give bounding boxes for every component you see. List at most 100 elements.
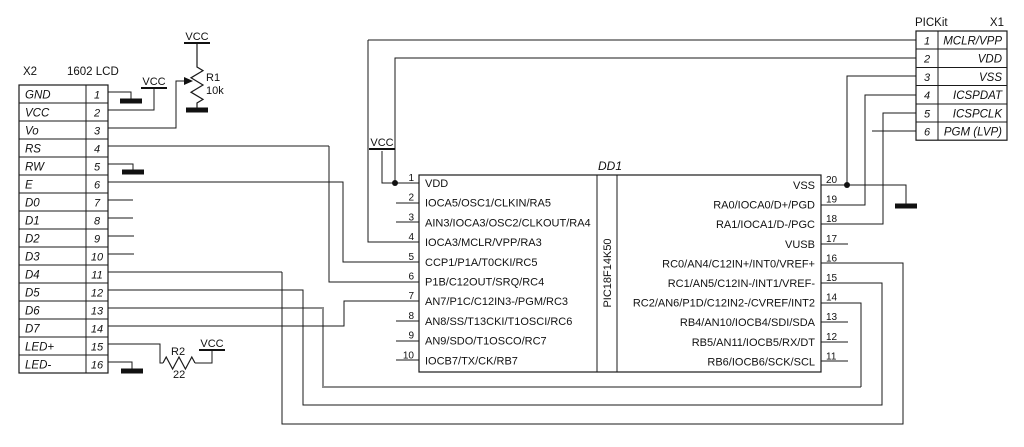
wire [381, 151, 419, 184]
mcu-pin-label: RB4/AN10/IOCB4/SDI/SDA [680, 317, 816, 329]
lcd-pin-number: 5 [94, 162, 101, 174]
lcd-pin-name: D0 [25, 198, 40, 210]
lcd-pin-name: VCC [25, 108, 50, 120]
wire [195, 351, 213, 364]
lcd-pin-name: Vo [25, 126, 39, 138]
pickit-pin-number: 5 [924, 108, 931, 120]
lcd-pin-number: 15 [91, 342, 104, 354]
lcd-title-label: 1602 LCD [67, 66, 119, 78]
wire [821, 302, 862, 387]
lcd-pin-number: 13 [91, 306, 104, 318]
lcd-pin-number: 1 [94, 90, 100, 102]
lcd-pin-number: 11 [91, 270, 102, 282]
mcu-outline [418, 174, 822, 373]
mcu-part-label: PIC18F14K50 [602, 238, 614, 307]
mcu-pin-label: IOCB7/TX/CK/RB7 [425, 355, 518, 367]
pickit-pin-number: 4 [924, 90, 930, 102]
mcu-pin-label: RC1/AN5/C12IN-/INT1/VREF- [668, 278, 816, 290]
lcd-pin-number: 7 [94, 198, 101, 210]
junction-dot [392, 180, 398, 186]
mcu-pin-label: IOCA3/MCLR/VPP/RA3 [425, 237, 542, 249]
pickit-pin-name: ICSPDAT [953, 90, 1003, 102]
mcu-pin-label: P1B/C12OUT/SRQ/RC4 [425, 277, 544, 289]
wire [108, 89, 155, 111]
mcu-pin-number: 14 [826, 293, 838, 304]
mcu-pin-number: 8 [408, 311, 414, 322]
mcu-pin-number: 12 [826, 332, 838, 343]
mcu-pin-label: RB5/AN11/IOCB5/RX/DT [692, 337, 816, 349]
mcu-pin-number: 10 [403, 350, 415, 361]
lcd-pin-name: RW [25, 162, 45, 174]
pickit-pin-number: 3 [924, 72, 931, 84]
lcd-ref-label: X2 [23, 66, 37, 78]
mcu-pin-number: 11 [826, 351, 837, 362]
lcd-pin-number: 4 [94, 144, 100, 156]
lcd-pin-name: RS [25, 144, 41, 156]
r2-value-label: 22 [173, 369, 185, 381]
vcc-label: VCC [200, 338, 223, 350]
pickit-pin-name: ICSPCLK [953, 108, 1004, 120]
mcu-pin-label: RC2/AN6/P1D/C12IN2-/CVREF/INT2 [633, 298, 815, 310]
wire [108, 163, 134, 170]
wire [394, 57, 916, 183]
lcd-pin-number: 3 [94, 126, 101, 138]
wire [281, 262, 904, 425]
lcd-pin-name: GND [25, 90, 51, 102]
pickit-pin-name: VSS [979, 72, 1002, 84]
mcu-pin-number: 4 [408, 232, 414, 243]
mcu-pin-number: 1 [408, 173, 414, 184]
mcu-pin-label: RA1/IOCA1/D-/PGC [716, 219, 815, 231]
mcu-pin-label: VSS [793, 180, 815, 192]
pickit-pin-name: PGM (LVP) [944, 127, 1002, 139]
pickit-pin-name: VDD [978, 54, 1002, 66]
lcd-pin-name: D2 [25, 234, 40, 246]
mcu-pin-number: 13 [826, 312, 838, 323]
resistor-r1 [189, 44, 205, 108]
potentiometer-wiper-arrow [184, 77, 193, 85]
wire [108, 80, 185, 129]
wire [108, 282, 883, 406]
vcc-label: VCC [185, 31, 208, 43]
mcu-pin-number: 20 [826, 175, 838, 186]
wire [108, 307, 861, 388]
lcd-pin-name: LED- [25, 360, 51, 372]
mcu-pin-number: 5 [408, 252, 414, 263]
wire-layer [108, 39, 916, 425]
component-layer [18, 30, 1008, 374]
lcd-pin-name: E [25, 180, 33, 192]
mcu-pin-label: AN9/SDO/T1OSCO/RC7 [425, 336, 547, 348]
pickit-title-label: PICKit [915, 17, 948, 29]
mcu-pin-label: CCP1/P1A/T0CKI/RC5 [425, 257, 537, 269]
mcu-pin-number: 19 [826, 195, 838, 206]
mcu-pin-label: AN8/SS/T13CKI/T1OSCI/RC6 [425, 316, 572, 328]
lcd-pin-number: 12 [91, 288, 103, 300]
mcu-pin-number: 17 [826, 234, 838, 245]
mcu-pin-number: 3 [408, 212, 414, 223]
vcc-label: VCC [142, 76, 165, 88]
lcd-pin-name: LED+ [25, 342, 54, 354]
mcu-pin-label: IOCA5/OSC1/CLKIN/RA5 [425, 198, 551, 210]
resistor-r2 [162, 355, 196, 371]
wire [328, 146, 419, 283]
wire [108, 343, 163, 364]
r1-value-label: 10k [206, 85, 224, 97]
mcu-pin-number: 6 [408, 272, 414, 283]
wire [108, 181, 419, 263]
vcc-label: VCC [370, 137, 393, 149]
lcd-pin-number: 6 [94, 180, 101, 192]
wire [108, 300, 419, 327]
pickit-pin-number: 6 [924, 127, 931, 139]
mcu-ref-label: DD1 [598, 159, 622, 173]
pickit-pin-number: 1 [924, 36, 930, 48]
lcd-pin-number: 8 [94, 216, 101, 228]
wire [821, 94, 916, 206]
mcu-pin-label: AIN3/IOCA3/OSC2/CLKOUT/RA4 [425, 217, 591, 229]
lcd-pin-name: D4 [25, 270, 40, 282]
wire [108, 91, 132, 99]
mcu-pin-number: 15 [826, 273, 838, 284]
lcd-pin-name: D1 [25, 216, 40, 228]
mcu-pin-label: RC0/AN4/C12IN+/INT0/VREF+ [662, 258, 815, 270]
r2-ref-label: R2 [171, 346, 185, 358]
